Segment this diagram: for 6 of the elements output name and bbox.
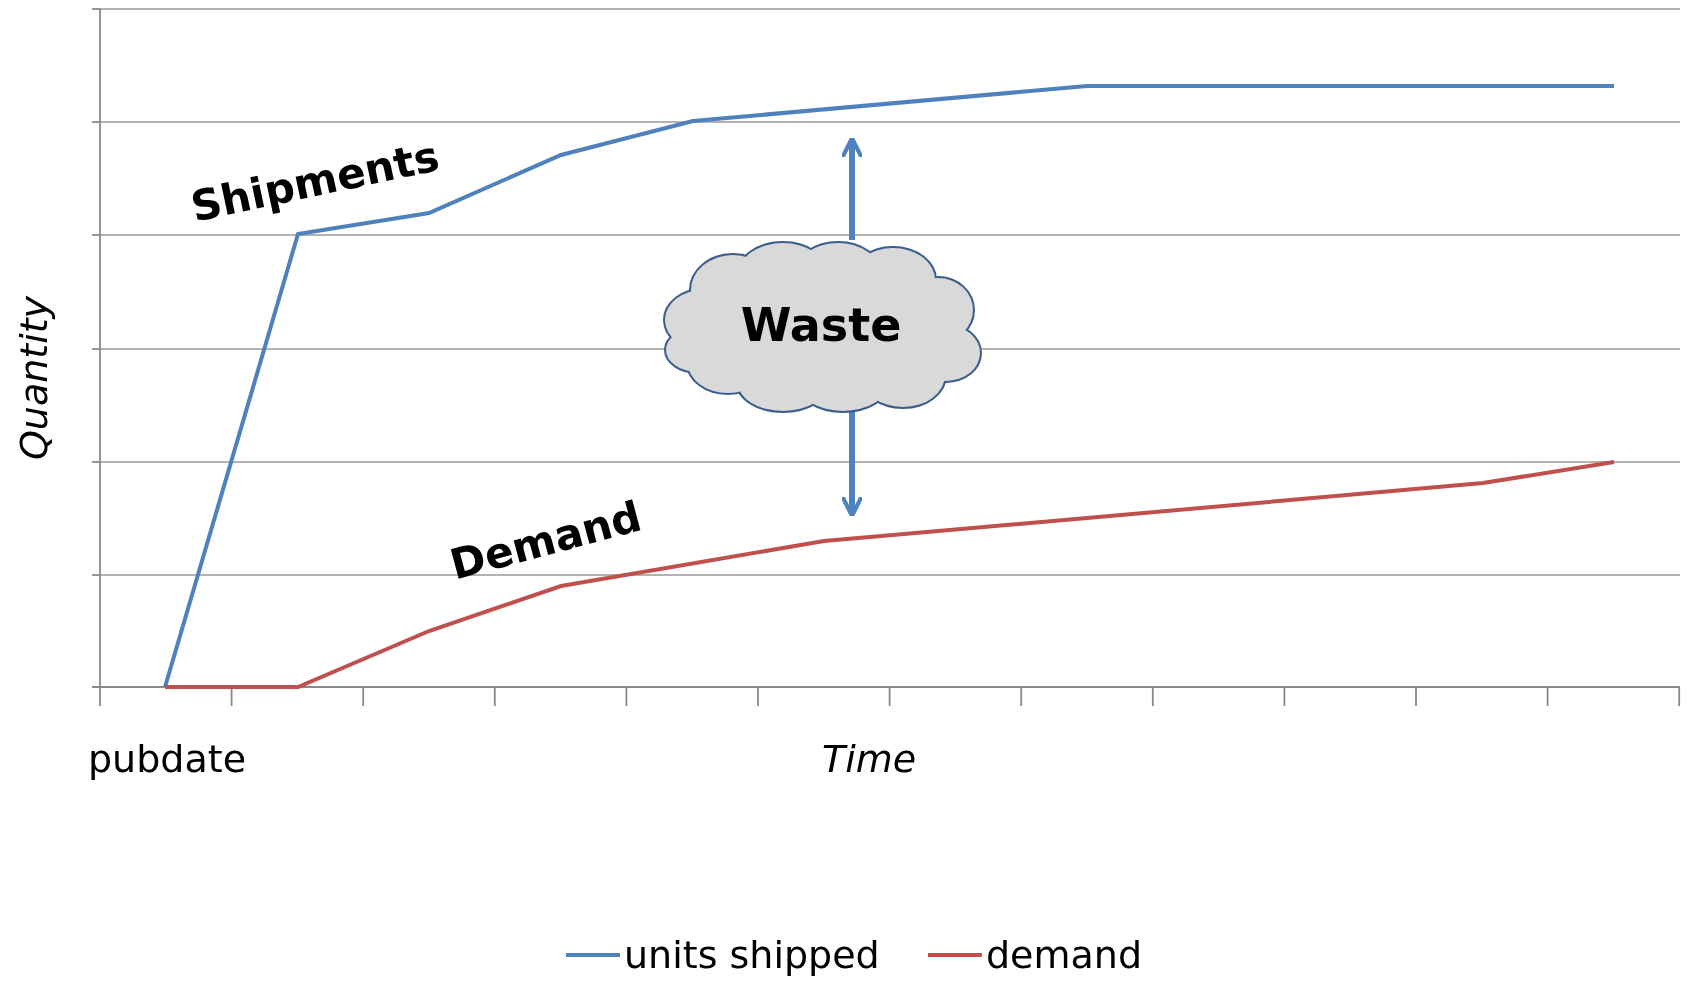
axis-label: pubdate [88, 737, 246, 781]
cloud-label: Waste [740, 298, 902, 352]
axis-title: Quantity [12, 295, 57, 461]
legend-label: demand [986, 933, 1142, 977]
axis-title: Time [822, 737, 917, 781]
legend-label: units shipped [624, 933, 880, 977]
